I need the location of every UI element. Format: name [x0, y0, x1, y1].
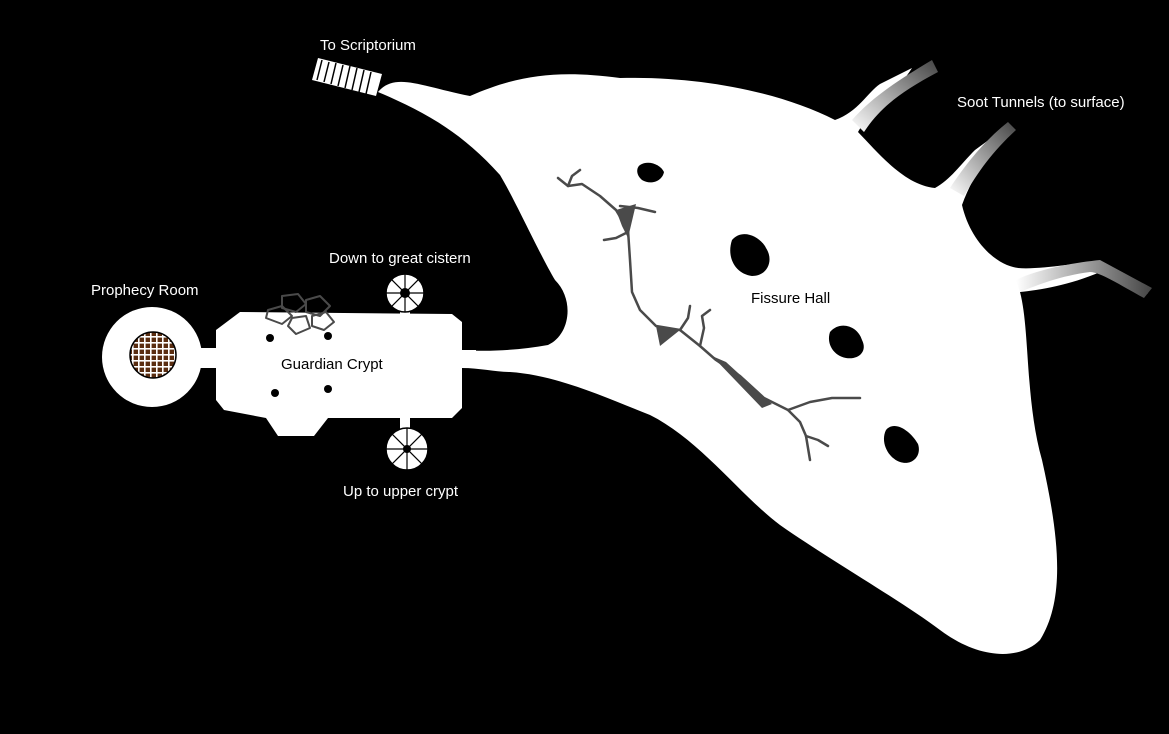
label-fissure-hall: Fissure Hall: [751, 290, 830, 307]
fissure-wide-3: [712, 356, 772, 408]
guardian-crypt: [216, 312, 462, 436]
label-prophecy-room: Prophecy Room: [91, 282, 199, 299]
stairs-down-cistern[interactable]: [385, 273, 425, 313]
corridor-to-upper-crypt: [400, 414, 410, 436]
stairs-up-crypt[interactable]: [385, 427, 429, 471]
fissure-wide-1: [616, 204, 636, 238]
fissure-wide-2: [656, 326, 680, 346]
soot-tunnel-1: [852, 60, 938, 132]
label-to-scriptorium: To Scriptorium: [320, 37, 416, 54]
scriptorium-stairs: [312, 58, 382, 96]
crypt-pillars: [266, 332, 332, 397]
rock-pillar-3: [828, 325, 864, 359]
rock-pillar-1: [637, 162, 664, 183]
rock-pillar-2: [730, 234, 770, 276]
prophecy-pit[interactable]: [129, 331, 177, 379]
rock-pillar-4: [883, 425, 919, 463]
soot-tunnel-3: [1016, 260, 1152, 298]
label-up-to-upper-crypt: Up to upper crypt: [343, 483, 459, 500]
label-guardian-crypt: Guardian Crypt: [281, 356, 384, 373]
crypt-rubble: [265, 293, 335, 335]
fissure-hall-floor: [378, 68, 1148, 654]
label-down-to-cistern: Down to great cistern: [329, 250, 471, 267]
soot-tunnel-2: [950, 122, 1016, 196]
corridor-prophecy-crypt: [196, 348, 222, 368]
label-soot-tunnels: Soot Tunnels (to surface): [957, 94, 1125, 111]
